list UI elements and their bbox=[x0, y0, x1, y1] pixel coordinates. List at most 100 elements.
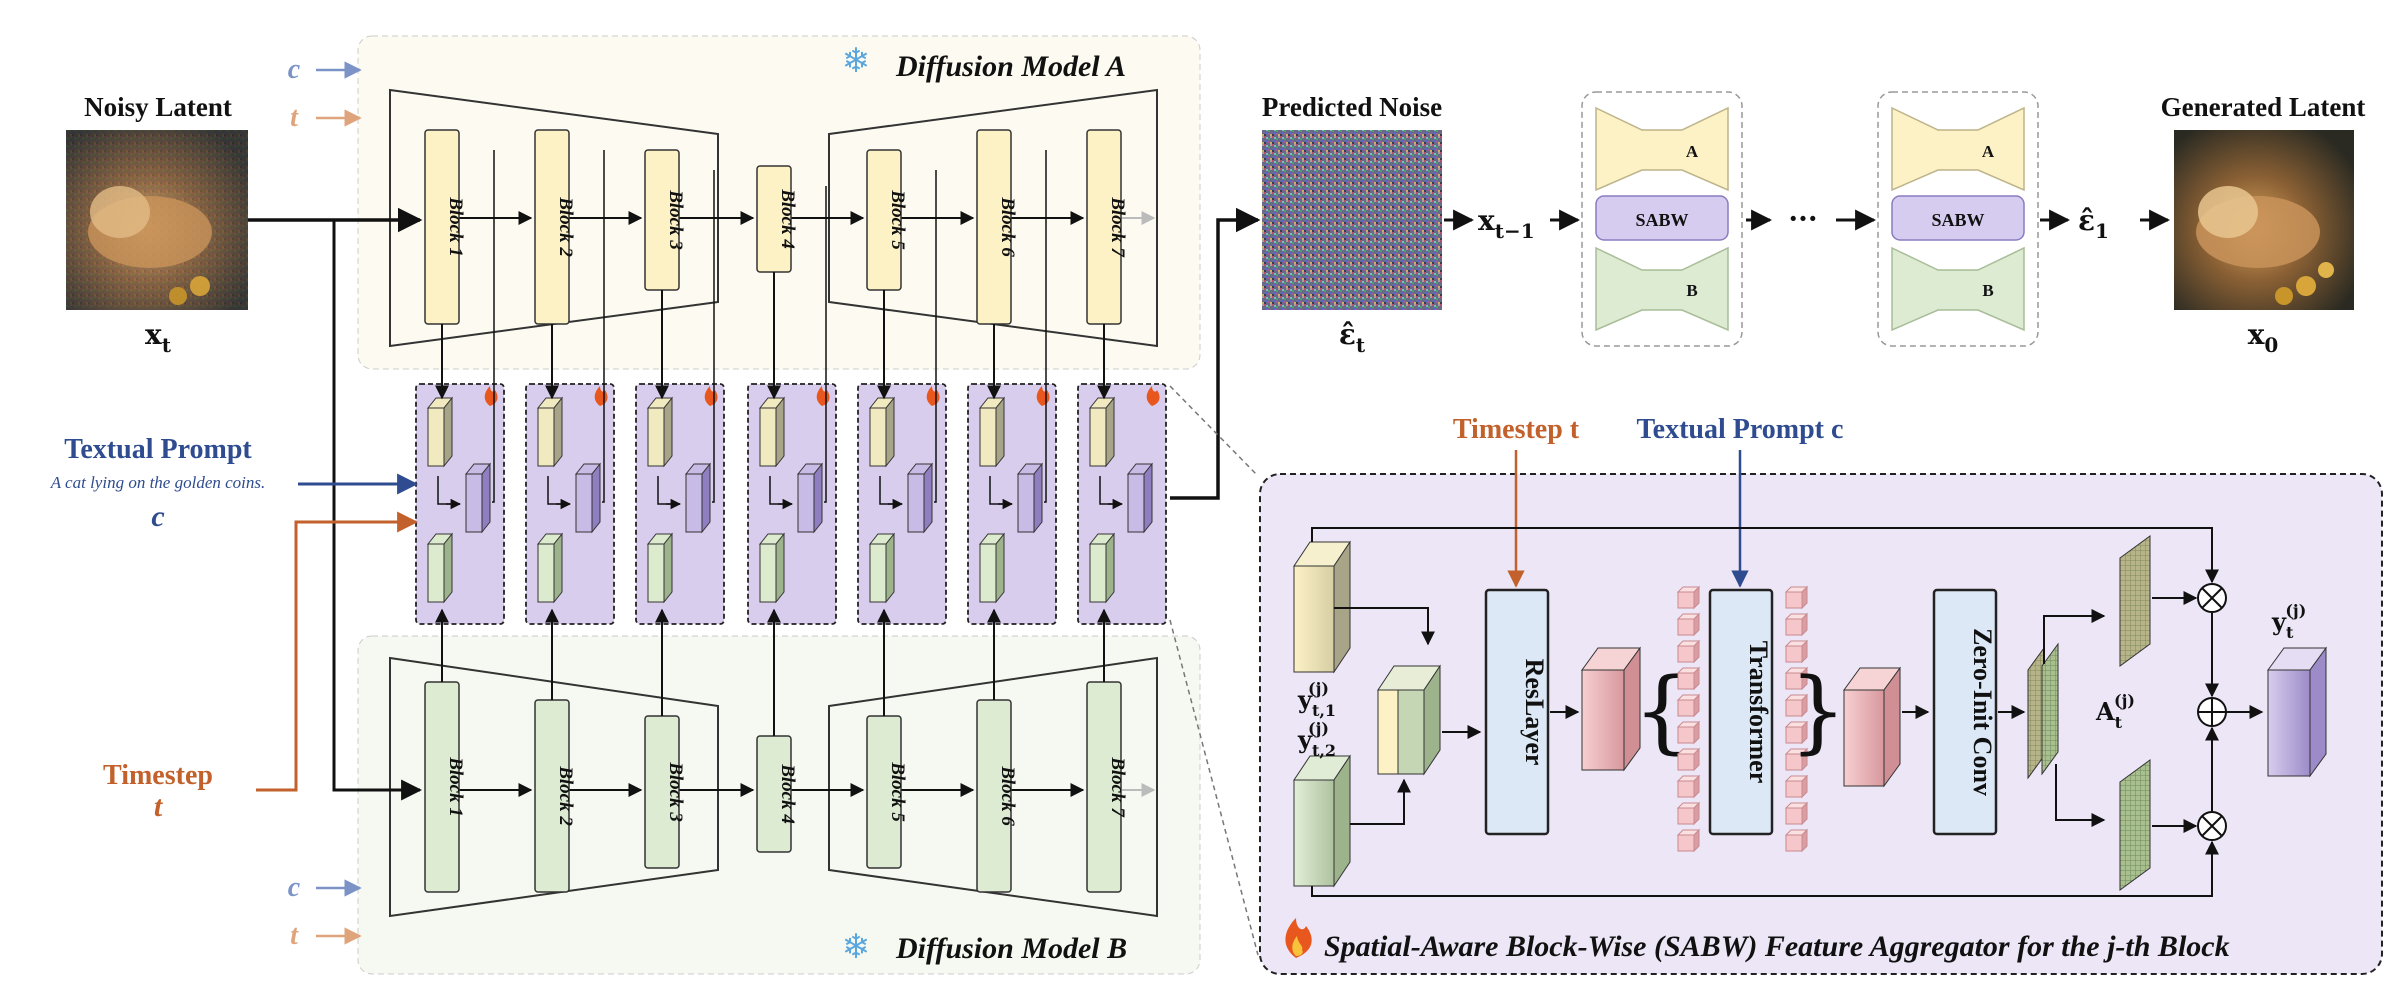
zeroconv-box bbox=[1932, 588, 1998, 836]
sabw-label: SABW bbox=[1931, 210, 1984, 230]
model-b-encoder bbox=[389, 656, 719, 918]
model-a-block: Block 5 bbox=[866, 149, 908, 291]
predicted-symbol: ε̂t bbox=[1339, 318, 1366, 357]
sabw-module bbox=[857, 383, 947, 625]
multiply-op bbox=[2197, 811, 2227, 841]
generated-latent-image bbox=[2174, 130, 2354, 310]
model-b-block: Block 4 bbox=[756, 735, 798, 853]
detail-caption: Spatial-Aware Block-Wise (SABW) Feature … bbox=[1324, 930, 2230, 963]
fire-icon bbox=[1146, 386, 1160, 406]
zoom-line bbox=[1169, 619, 1259, 956]
model-b-block: Block 7 bbox=[1086, 681, 1128, 893]
sabw-label: SABW bbox=[1635, 210, 1688, 230]
weight-map-a bbox=[2119, 535, 2151, 667]
feature-y2 bbox=[1293, 754, 1351, 888]
block-label: Block 2 bbox=[555, 196, 576, 257]
block-label: Block 1 bbox=[445, 196, 466, 257]
svg-text:❄: ❄ bbox=[842, 41, 871, 81]
sampling-stage: A SABW B bbox=[1581, 91, 1743, 347]
label-a: At(j) bbox=[2095, 691, 2135, 732]
label-y1: yt,1(j) bbox=[1297, 679, 1336, 720]
zoom-line bbox=[1169, 385, 1259, 477]
tokens-out bbox=[1784, 585, 1809, 853]
model-a-block: Block 4 bbox=[756, 165, 798, 273]
fire-icon bbox=[1285, 918, 1312, 958]
multiply-op bbox=[2197, 583, 2227, 613]
chain-eps1: ε̂1 bbox=[2078, 204, 2109, 243]
model-a-decoder bbox=[828, 88, 1158, 348]
output-symbol: x0 bbox=[2248, 318, 2279, 357]
model-b-block: Block 5 bbox=[866, 715, 908, 869]
block-label: Block 7 bbox=[1107, 196, 1128, 258]
model-b-title: Diffusion Model B bbox=[895, 932, 1127, 965]
add-op bbox=[2197, 697, 2227, 727]
snowflake-icon: ❄ bbox=[842, 41, 871, 81]
model-a-encoder bbox=[389, 88, 719, 348]
prompt-text: A cat lying on the golden coins. bbox=[50, 473, 266, 492]
output-feature bbox=[2267, 646, 2327, 778]
model-a-title: Diffusion Model A bbox=[895, 50, 1126, 83]
input-title: Noisy Latent bbox=[84, 92, 232, 122]
sabw-box bbox=[1891, 195, 2025, 241]
stage-label-a: A bbox=[1686, 142, 1699, 161]
block-label: Block 1 bbox=[445, 756, 466, 817]
sabw-module bbox=[1077, 383, 1167, 625]
input-symbol: xt bbox=[145, 318, 172, 357]
reslayer-box bbox=[1484, 588, 1550, 836]
model-b-cond-t: t bbox=[290, 920, 299, 951]
blocks-layer: Block 1 Block 1 Block 2 Block 2 Block 3 Block… bbox=[415, 129, 1167, 893]
model-b-block: Block 6 bbox=[976, 699, 1018, 893]
transformer-output bbox=[1843, 666, 1901, 788]
block-label: Block 6 bbox=[997, 196, 1018, 257]
chain-dots: ··· bbox=[1788, 202, 1817, 235]
timestep-symbol: t bbox=[154, 790, 164, 823]
sabw-module bbox=[967, 383, 1057, 625]
model-b-decoder bbox=[828, 656, 1158, 918]
transformer-label: Transformer bbox=[1744, 641, 1773, 783]
sabw-module bbox=[525, 383, 615, 625]
block-label: Block 5 bbox=[887, 189, 908, 250]
sabw-module bbox=[635, 383, 725, 625]
model-a-block: Block 1 bbox=[424, 129, 466, 325]
label-yout: yt(j) bbox=[2271, 601, 2306, 642]
predicted-title: Predicted Noise bbox=[1262, 92, 1442, 122]
block-label: Block 2 bbox=[555, 765, 576, 826]
block-label: Block 3 bbox=[665, 189, 686, 250]
block-label: Block 5 bbox=[887, 761, 908, 822]
sabw-module bbox=[415, 383, 505, 625]
reslayer-output bbox=[1581, 646, 1641, 772]
model-a-block: Block 2 bbox=[534, 129, 576, 325]
label-y2: yt,2(j) bbox=[1297, 719, 1336, 760]
block-label: Block 6 bbox=[997, 765, 1018, 826]
zeroconv-label: Zero-Init Conv bbox=[1968, 628, 1997, 796]
sabw-box bbox=[1595, 195, 1729, 241]
svg-text:❄: ❄ bbox=[842, 927, 871, 967]
model-a-block: Block 7 bbox=[1086, 129, 1128, 325]
stage-label-b: B bbox=[1686, 281, 1697, 300]
block-label: Block 3 bbox=[665, 761, 686, 822]
block-label: Block 4 bbox=[777, 188, 798, 249]
sampling-stage: A SABW B bbox=[1877, 91, 2039, 347]
output-title: Generated Latent bbox=[2161, 92, 2366, 122]
concat-feature bbox=[1377, 664, 1441, 776]
block-label: Block 7 bbox=[1107, 756, 1128, 818]
model-b-cond-c: c bbox=[288, 872, 301, 903]
prompt-symbol: c bbox=[151, 500, 164, 533]
stage-label-b: B bbox=[1982, 281, 1993, 300]
weight-map-b bbox=[2119, 759, 2151, 891]
detail-prompt-label: Textual Prompt c bbox=[1637, 414, 1844, 445]
model-a-block: Block 6 bbox=[976, 129, 1018, 325]
prompt-title: Textual Prompt bbox=[64, 434, 252, 465]
tokens-in bbox=[1676, 585, 1701, 853]
model-a-cond-c: c bbox=[288, 54, 301, 85]
stage-label-a: A bbox=[1982, 142, 1995, 161]
model-a-block: Block 3 bbox=[644, 149, 686, 291]
detail-timestep-label: Timestep t bbox=[1453, 414, 1580, 445]
model-a-cond-t: t bbox=[290, 102, 299, 133]
brace-close: } bbox=[1789, 659, 1846, 764]
model-b-block: Block 2 bbox=[534, 699, 576, 893]
sabw-module bbox=[747, 383, 837, 625]
block-label: Block 4 bbox=[777, 763, 798, 824]
